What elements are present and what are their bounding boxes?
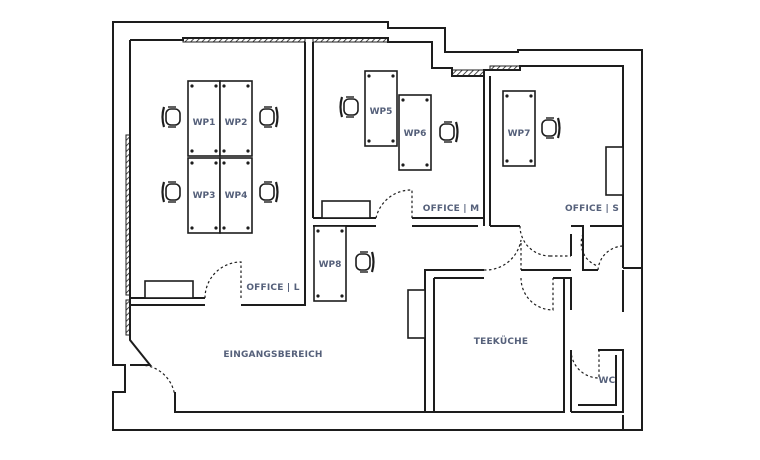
office-m-cabinet <box>321 200 371 219</box>
chair-wp7 <box>541 117 561 139</box>
chair-wp8 <box>355 251 375 273</box>
label-wp3: WP3 <box>193 191 216 201</box>
room-labels: OFFICE | L OFFICE | M OFFICE | S EINGANG… <box>223 204 619 386</box>
desk-wp6 <box>398 94 432 171</box>
internal-walls <box>130 42 624 413</box>
label-office-m: OFFICE | M <box>423 204 480 214</box>
desk-wp3 <box>187 157 221 234</box>
chairs <box>161 96 561 273</box>
label-wp6: WP6 <box>404 129 427 139</box>
desks <box>187 70 536 302</box>
chair-wp5 <box>339 96 359 118</box>
desk-wp1 <box>187 80 221 157</box>
desk-wp7 <box>502 90 536 167</box>
label-wp1: WP1 <box>193 118 216 128</box>
workplace-labels: WP1 WP2 WP3 WP4 WP5 WP6 WP7 WP8 <box>193 107 531 270</box>
label-kitchen: TEEKÜCHE <box>474 336 528 347</box>
chair-wp1 <box>161 106 181 128</box>
chair-wp3 <box>161 181 181 203</box>
chair-wp6 <box>439 121 459 143</box>
office-l-cabinet <box>144 280 194 299</box>
desk-wp2 <box>219 80 253 157</box>
desk-wp8 <box>313 225 347 302</box>
label-entrance: EINGANGSBEREICH <box>223 350 322 360</box>
label-wp5: WP5 <box>370 107 393 117</box>
desk-wp4 <box>219 157 253 234</box>
chair-wp4 <box>259 181 279 203</box>
label-wp7: WP7 <box>508 129 531 139</box>
label-wp8: WP8 <box>319 260 342 270</box>
label-office-s: OFFICE | S <box>565 204 619 214</box>
label-wp4: WP4 <box>225 191 248 201</box>
chair-wp2 <box>259 106 279 128</box>
furniture <box>144 146 624 339</box>
label-wp2: WP2 <box>225 118 248 128</box>
windows <box>125 37 521 336</box>
desk-legs <box>190 74 533 298</box>
kitchen-counter <box>407 289 426 339</box>
desk-wp5 <box>364 70 398 147</box>
label-office-l: OFFICE | L <box>246 283 299 293</box>
doors <box>139 189 625 401</box>
office-s-cabinet <box>605 146 624 196</box>
label-wc: WC <box>599 376 616 386</box>
